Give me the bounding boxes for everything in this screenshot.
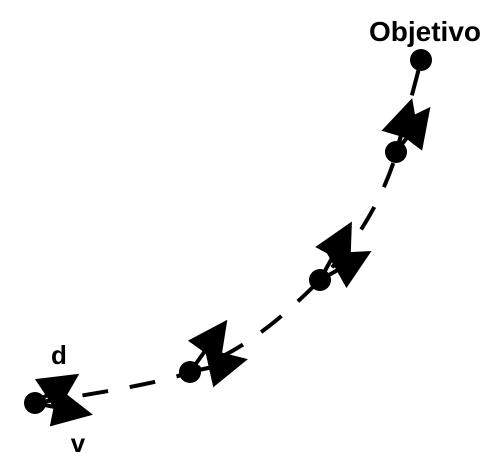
target-label: Objetivo xyxy=(369,16,481,47)
point-dot-2 xyxy=(179,361,201,383)
point-1 xyxy=(24,373,93,427)
d-label: d xyxy=(51,340,67,370)
point-3 xyxy=(309,221,372,291)
point-dot-1 xyxy=(24,392,46,414)
target-dot xyxy=(410,49,432,71)
point-dot-3 xyxy=(309,269,331,291)
point-2 xyxy=(179,319,248,388)
point-dot-4 xyxy=(385,141,407,163)
dashed-trajectory xyxy=(34,59,423,405)
v-label: v xyxy=(71,428,86,458)
point-4 xyxy=(381,98,431,163)
